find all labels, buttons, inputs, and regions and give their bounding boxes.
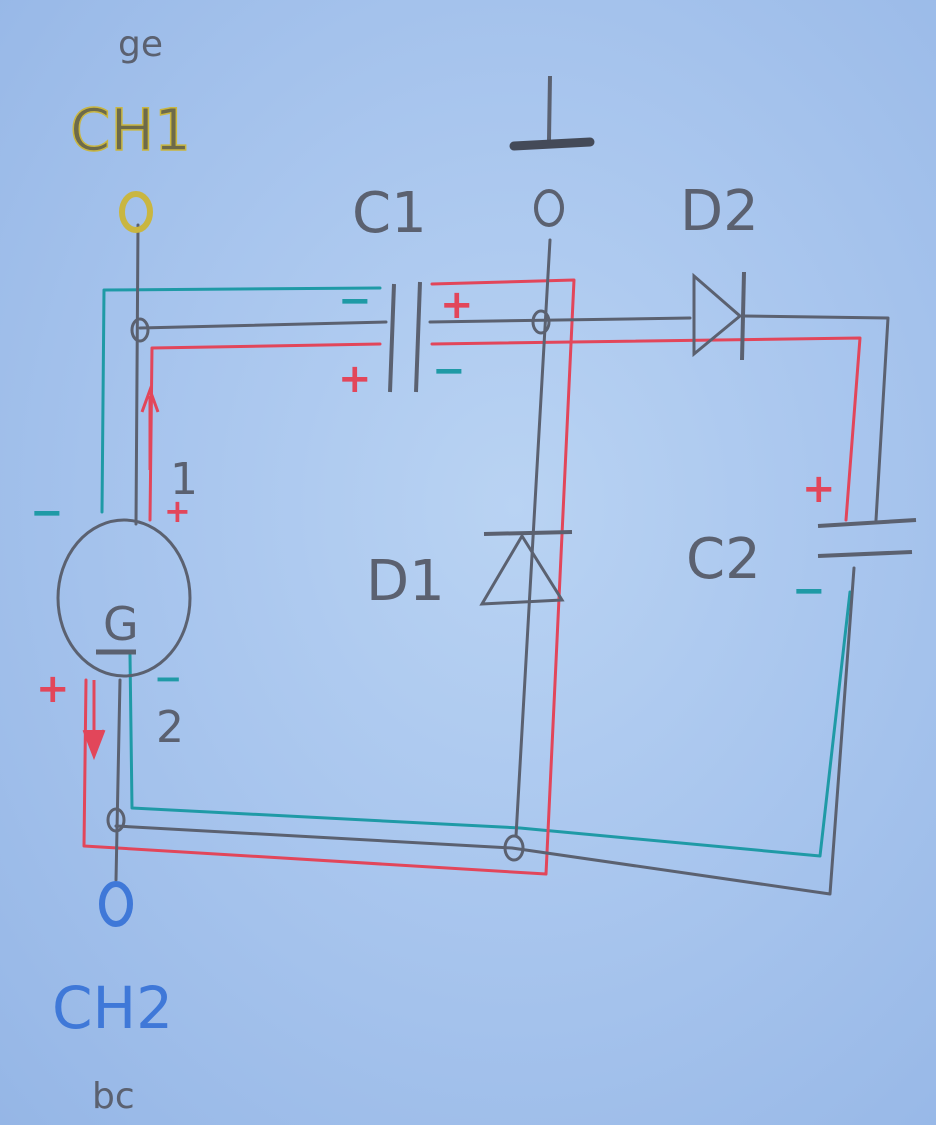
wire-node1-c1 <box>138 320 388 330</box>
c2-label: C2 <box>686 527 761 592</box>
generator <box>56 518 192 678</box>
teal-loop-top <box>100 286 382 514</box>
gen-terminal1-plus: + <box>164 492 191 530</box>
capacitor-c2 <box>817 518 917 558</box>
teal-loop-bottom <box>128 590 852 858</box>
c2-minus: − <box>792 568 826 614</box>
current-arrow-up <box>140 385 160 470</box>
d2-label: D2 <box>680 179 759 244</box>
ground-symbol <box>509 75 595 151</box>
ch1-terminal[interactable] <box>119 191 153 233</box>
diode-d1 <box>479 530 573 606</box>
node-d1-bottom <box>503 834 525 862</box>
wire-c1-d2 <box>428 316 692 324</box>
wire-d2-c2 <box>742 314 890 522</box>
c1-plus-top: + <box>440 282 474 328</box>
ch1-label: CH1 <box>70 96 191 164</box>
red-loop-c2 <box>430 336 862 522</box>
diode-d2 <box>692 271 746 361</box>
c1-minus-top: − <box>338 278 372 324</box>
ch2-label: CH2 <box>52 974 173 1042</box>
gnd-terminal[interactable] <box>534 189 564 227</box>
node-ch1 <box>130 317 150 343</box>
c1-minus-bottom: − <box>432 348 466 394</box>
c1-label: C1 <box>352 181 427 246</box>
ch2-terminal[interactable] <box>99 881 133 927</box>
gen-plus: + <box>36 666 70 712</box>
wire-gen-bottom <box>114 678 122 882</box>
node-c1-d1 <box>531 309 551 335</box>
wire-ch1 <box>134 223 140 526</box>
wire-gnd-d1 <box>514 238 552 838</box>
wire-bottom <box>114 566 856 896</box>
red-loop-c1-d1 <box>82 278 576 876</box>
c2-plus: + <box>802 466 836 512</box>
c1-plus-bottom: + <box>338 356 372 402</box>
capacitor-c1 <box>388 281 422 393</box>
d1-label: D1 <box>366 549 445 614</box>
terminal-1-label: 1 <box>170 454 198 505</box>
generator-symbol: G <box>103 597 139 651</box>
ch1-note: ge <box>118 24 163 65</box>
current-arrow-down <box>82 680 106 761</box>
ch2-note: bc <box>92 1076 135 1117</box>
terminal2-minus: − <box>154 659 183 699</box>
terminal-2-label: 2 <box>156 702 184 753</box>
node-ch2 <box>106 807 126 833</box>
gen-minus: − <box>30 490 64 536</box>
